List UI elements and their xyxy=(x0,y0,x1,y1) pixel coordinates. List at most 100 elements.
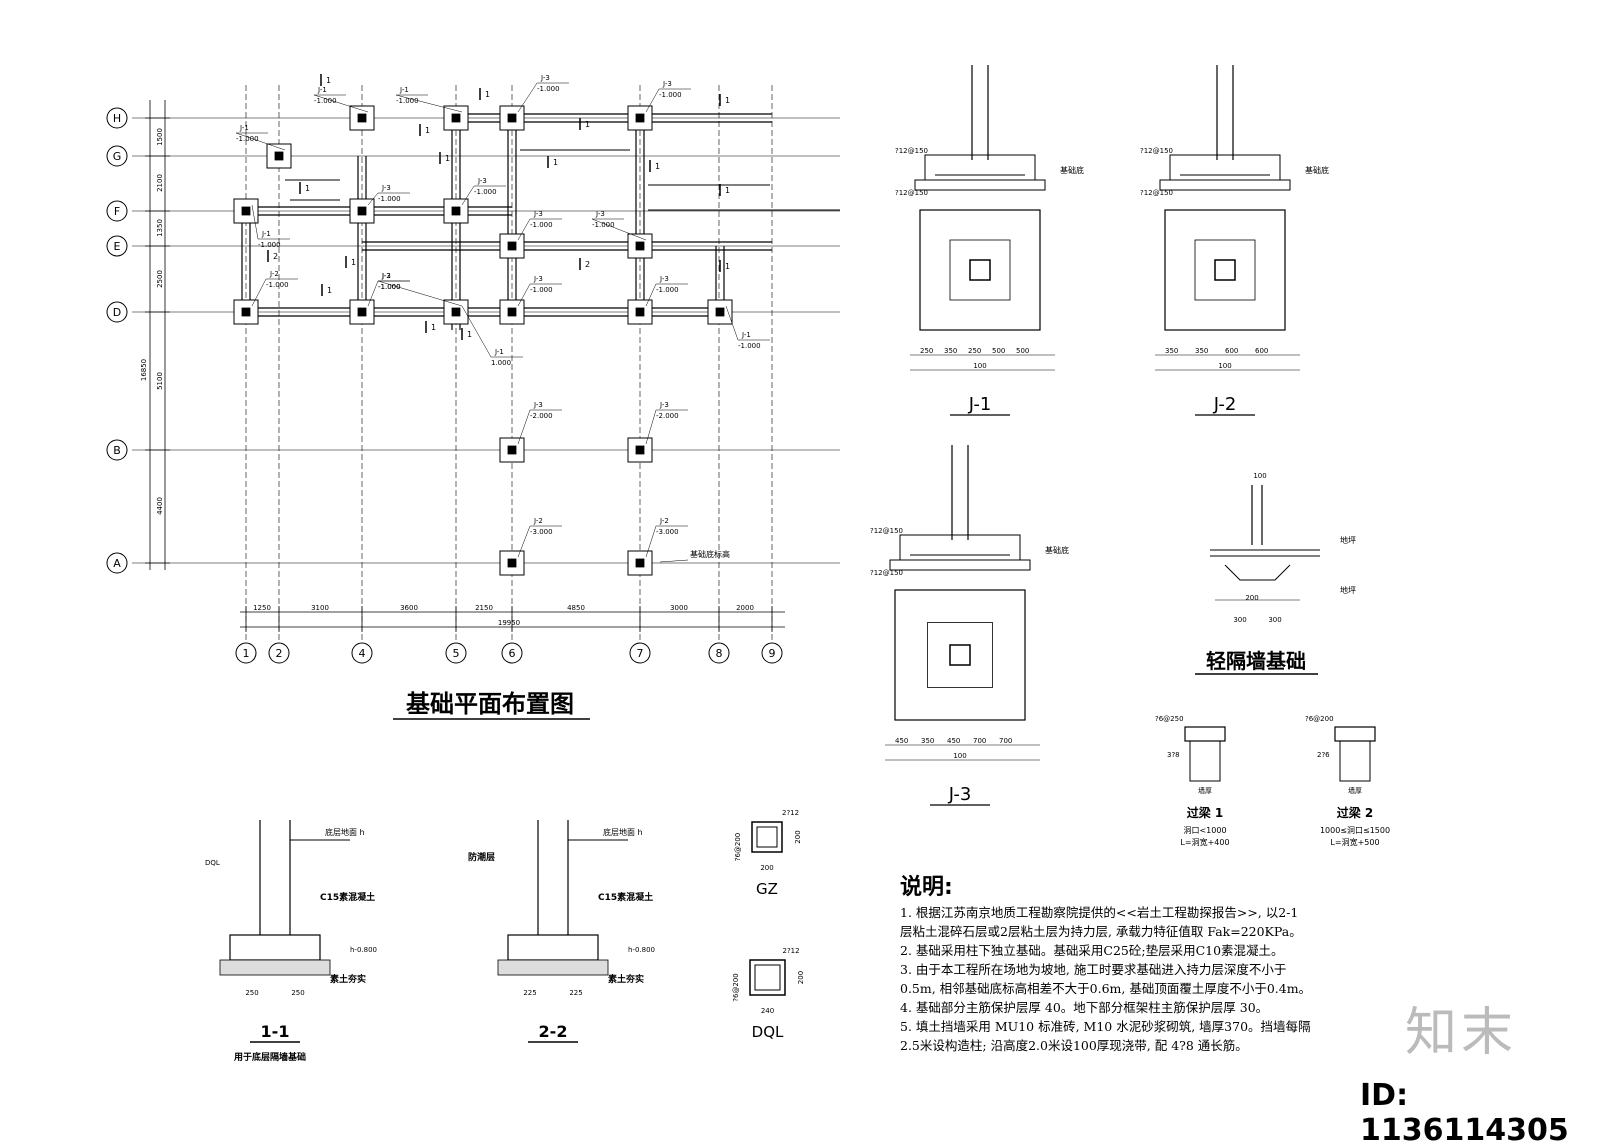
rebar-label: 2?12 xyxy=(782,809,799,817)
note-line: 1. 根据江苏南京地质工程勘察院提供的<<岩土工程勘探报告>>, 以2-1 xyxy=(900,905,1299,920)
section-mark: 1 xyxy=(305,184,310,193)
blinding-layer xyxy=(889,559,1031,571)
footing-elevation: -1.000 xyxy=(530,221,553,229)
detail-dimension: 250 xyxy=(245,989,258,997)
total-horizontal-dimension: 19950 xyxy=(498,619,520,627)
concrete-footing xyxy=(229,934,321,961)
footing-elevation: -1.000 xyxy=(236,135,259,143)
base-label: 基础底 xyxy=(1045,545,1069,555)
level-label: h-0.800 xyxy=(628,946,655,954)
footing-tag: J-3 xyxy=(662,80,672,88)
drawing-line xyxy=(235,132,286,151)
dpc-label: 防潮层 xyxy=(468,851,495,863)
axis-bubble-1 xyxy=(235,642,257,664)
detail-dimension: 240 xyxy=(761,1007,774,1015)
footing-tag: J-1 xyxy=(741,331,751,339)
footing-elevation: -1.000 xyxy=(530,286,553,294)
axis-bubble-4 xyxy=(351,642,373,664)
section-mark: 1 xyxy=(725,186,730,195)
column-stub xyxy=(507,558,517,568)
column-stub xyxy=(241,206,251,216)
section-mark: 1 xyxy=(725,96,730,105)
drawing-line xyxy=(517,525,531,558)
footing-tag: J-2 xyxy=(659,517,669,525)
col-dimension: 3000 xyxy=(670,604,688,612)
section-mark: 1 xyxy=(326,76,331,85)
row-dimension: 2500 xyxy=(156,270,164,288)
base-elevation-note: 基础底标高 xyxy=(690,549,730,559)
axis-bubble-A xyxy=(106,552,128,574)
stirrup xyxy=(754,964,781,991)
column-section xyxy=(751,821,783,853)
total-vertical-dimension: 16850 xyxy=(140,359,148,381)
plan-title: 基础平面布置图 xyxy=(406,690,574,718)
detail-dimension: 250 xyxy=(920,347,933,355)
footing-plan-outer xyxy=(894,589,1026,721)
footing-tag: J-1 xyxy=(317,86,327,94)
footing-tag: J-2 xyxy=(269,270,279,278)
section-mark: 2 xyxy=(585,260,590,269)
column-stub xyxy=(357,113,367,123)
col-dimension: 4850 xyxy=(567,604,585,612)
footing-tag: J-3 xyxy=(595,210,605,218)
drawing-line xyxy=(645,525,657,558)
detail-dimension: 200 xyxy=(797,971,805,984)
column-stub xyxy=(451,307,461,317)
detail-dimension: 200 xyxy=(794,830,802,843)
footing-plan-step xyxy=(927,622,993,688)
footing-tag: J-3 xyxy=(540,74,550,82)
rebar-label: 2?12 xyxy=(783,947,800,955)
footing-plan-column xyxy=(969,259,991,281)
detail-dimension: 450 xyxy=(947,737,960,745)
detail-title: J-2 xyxy=(1213,394,1237,415)
axis-bubble-E xyxy=(106,235,128,257)
blinding-layer xyxy=(1159,179,1291,191)
detail-dimension: 500 xyxy=(1016,347,1029,355)
notes-heading: 说明: xyxy=(900,875,953,900)
detail-dimension: 700 xyxy=(973,737,986,745)
drawing-line xyxy=(313,94,369,113)
lintel-section xyxy=(1334,726,1376,742)
stirrup-label: ?6@200 xyxy=(732,973,740,1002)
axis-bubble-B xyxy=(106,439,128,461)
rebar-label: ?12@150 xyxy=(895,147,928,155)
rebar-label: ?6@250 xyxy=(1155,715,1184,723)
axis-bubble-2 xyxy=(268,642,290,664)
footing-tag: J-2 xyxy=(533,517,543,525)
footing-elevation: -1.000 xyxy=(592,221,615,229)
grade-label: 地坪 xyxy=(1340,585,1356,595)
note-line: 4. 基础部分主筋保护层厚 40。地下部分框架柱主筋保护层厚 30。 xyxy=(900,1000,1269,1015)
concrete-label: C15素混凝土 xyxy=(320,891,375,903)
axis-label-5: 5 xyxy=(453,647,460,660)
lintel-title: 过梁 2 xyxy=(1337,805,1374,820)
detail-dimension: 500 xyxy=(992,347,1005,355)
footing-tag: J-3 xyxy=(533,210,543,218)
footing-elevation: -1.000 xyxy=(378,283,401,291)
axis-label-1: 1 xyxy=(243,647,250,660)
footing-elevation: -1.000 xyxy=(474,188,497,196)
drawing-line xyxy=(367,280,379,307)
column-stub xyxy=(635,307,645,317)
column-stub xyxy=(241,307,251,317)
drawing-line xyxy=(517,82,538,113)
section-mark: 1 xyxy=(485,90,490,99)
stirrup-label: ?6@200 xyxy=(734,833,742,862)
row-dimension: 1350 xyxy=(156,219,164,237)
footing-plan-outer xyxy=(919,209,1041,331)
footing-elevation: -1.000 xyxy=(396,97,419,105)
detail-dimension: 300 xyxy=(1268,616,1281,624)
lintel-title: 过梁 1 xyxy=(1187,805,1224,820)
section-mark: 1 xyxy=(553,158,558,167)
footing-elevation: -2.000 xyxy=(530,412,553,420)
footing-elevation: -1.000 xyxy=(378,283,401,291)
footing-tag: J-3 xyxy=(533,401,543,409)
detail-dimension: 350 xyxy=(921,737,934,745)
lintel-condition: 洞口<1000 xyxy=(1183,825,1226,835)
section-title: 2-2 xyxy=(539,1022,568,1041)
footing-elevation: -1.000 xyxy=(656,286,679,294)
